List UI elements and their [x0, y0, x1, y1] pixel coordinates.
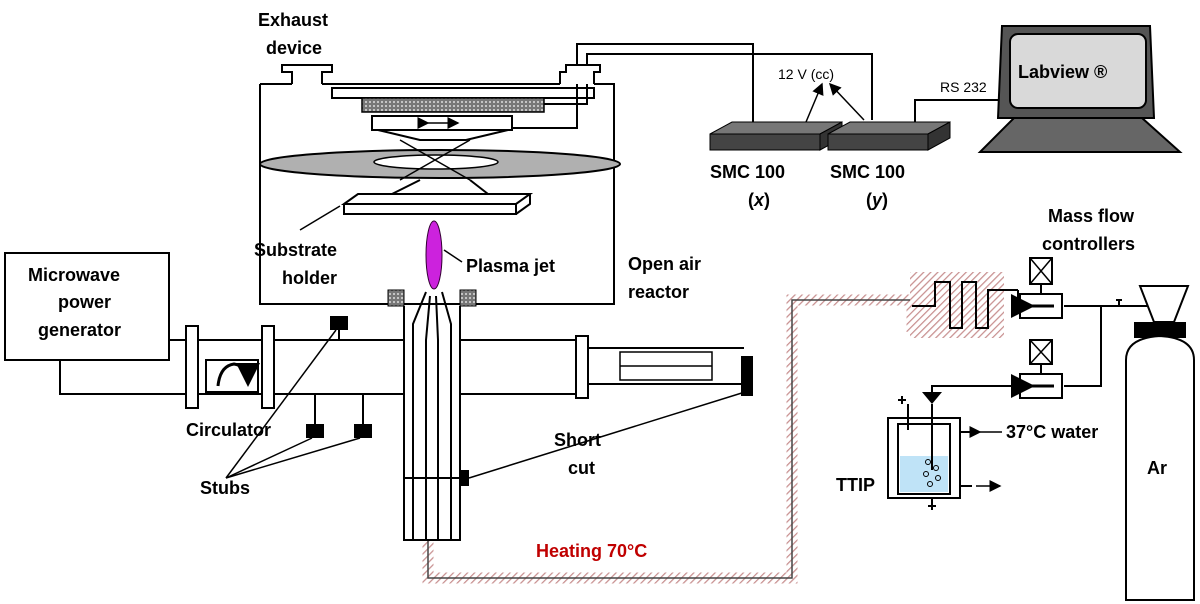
stubs-label: Stubs	[200, 478, 250, 498]
labview-label: Labview ®	[1018, 62, 1107, 82]
microwave-generator-label-2: power	[58, 292, 111, 312]
motorized-stage	[331, 87, 595, 141]
circulator-label: Circulator	[186, 420, 271, 440]
ttip-bubbler	[887, 392, 1002, 510]
microwave-generator-label: Microwave	[28, 265, 120, 285]
water-label: 37°C water	[1006, 422, 1098, 442]
tuning-stubs	[225, 316, 372, 479]
rotating-disk	[259, 139, 621, 181]
short-cut-label: Short	[554, 430, 601, 450]
mass-flow-label-2: controllers	[1042, 234, 1135, 254]
exhaust-device-label: Exhaust	[258, 10, 328, 30]
ttip-label: TTIP	[836, 475, 875, 495]
smc-x-axis-value: x	[753, 190, 765, 210]
microwave-generator-box	[4, 252, 170, 361]
plasma-jet-label: Plasma jet	[466, 256, 555, 276]
plasma-jet	[425, 220, 443, 290]
plasma-torch	[387, 289, 746, 541]
short-cut-label-2: cut	[568, 458, 595, 478]
open-air-reactor-label: Open air	[628, 254, 701, 274]
substrate-holder-label: Substrate	[254, 240, 337, 260]
substrate-holder-label-2: holder	[282, 268, 337, 288]
smc-controllers	[709, 82, 1010, 151]
down-triangle-icon	[922, 392, 942, 404]
rs232-label: RS 232	[940, 79, 987, 95]
microwave-generator-label-3: generator	[38, 320, 121, 340]
labview-computer	[977, 25, 1183, 153]
ar-label: Ar	[1147, 458, 1167, 478]
open-air-reactor	[259, 83, 615, 305]
mass-flow-label: Mass flow	[1048, 206, 1135, 226]
smc-x-label: SMC 100	[710, 162, 785, 182]
clockwise-arrow-icon	[216, 362, 260, 387]
exhaust-device	[281, 64, 333, 84]
exhaust-device-label-2: device	[266, 38, 322, 58]
smc-x-axis-label: (x)	[748, 190, 770, 210]
substrate-holder	[299, 179, 534, 231]
heated-transfer-line	[422, 272, 1018, 584]
smc-y-label: SMC 100	[830, 162, 905, 182]
argon-cylinder	[1125, 285, 1195, 601]
circulator	[205, 359, 260, 393]
cable-feedthrough	[513, 43, 873, 129]
heating-label: Heating 70°C	[536, 541, 647, 561]
voltage-label: 12 V (cc)	[778, 66, 834, 82]
mass-flow-controller-top	[1011, 257, 1063, 319]
mass-flow-controller-bottom	[1011, 339, 1063, 399]
smc-y-axis-label: (y)	[866, 190, 888, 210]
open-air-reactor-label-2: reactor	[628, 282, 689, 302]
smc-y-axis-value: y	[871, 190, 883, 210]
